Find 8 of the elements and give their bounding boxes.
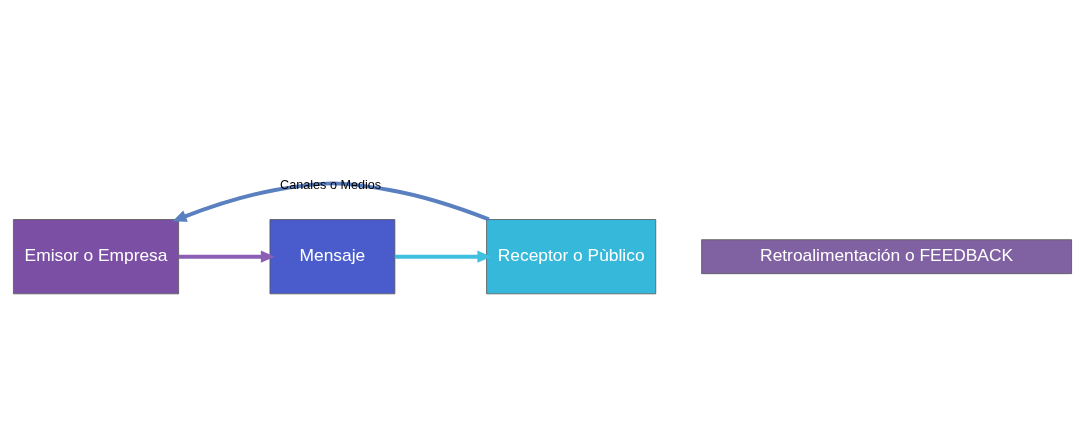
arrow bbox=[178, 250, 275, 263]
node-box: Mensaje bbox=[269, 219, 396, 295]
arrow bbox=[172, 181, 490, 222]
arrow bbox=[394, 250, 492, 263]
node-box: Receptor o Pùblico bbox=[486, 219, 657, 295]
node-box: Retroalimentación o FEEDBACK bbox=[701, 239, 1072, 275]
node-box: Emisor o Empresa bbox=[13, 219, 180, 295]
edge-label: Canales o Medios bbox=[280, 178, 382, 193]
